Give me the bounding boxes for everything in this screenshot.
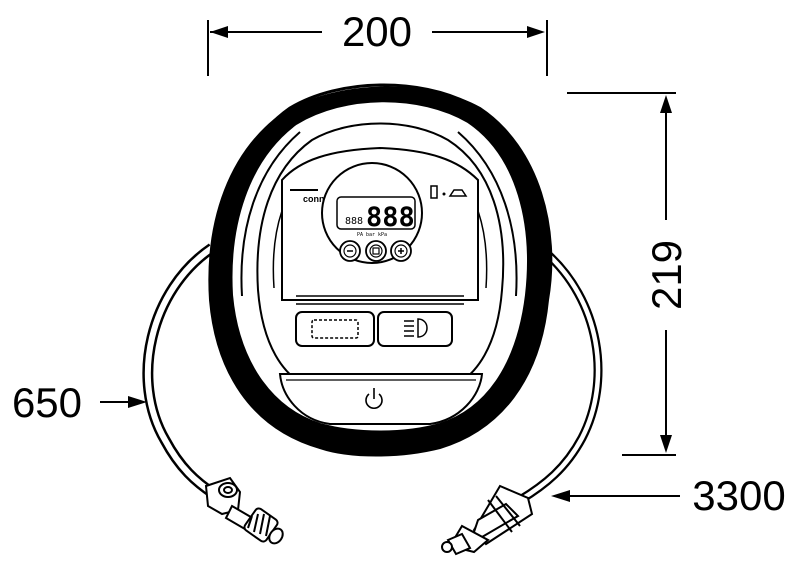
height-dimension: 219	[567, 92, 690, 456]
lcd-small-readout: 888	[345, 216, 363, 227]
plus-icon	[398, 248, 404, 254]
lcd-display: 888 888 PA bar kPa	[321, 162, 423, 264]
mode-icon	[372, 247, 380, 255]
brand-logo: connect	[303, 194, 338, 204]
power-button[interactable]	[278, 373, 484, 425]
car-icon	[442, 189, 468, 197]
power-icon	[365, 388, 383, 409]
compressor-body	[208, 83, 553, 457]
width-dimension: 200	[207, 8, 548, 76]
lcd-main-readout: 888	[366, 202, 415, 233]
cable-length-label: 3300	[692, 472, 785, 519]
valve-connector	[204, 476, 284, 545]
air-hose	[142, 243, 218, 499]
cigarette-lighter-plug	[441, 484, 534, 556]
hose-length-label: 650	[12, 379, 82, 426]
height-label: 219	[643, 240, 690, 310]
hose-length-dimension: 650	[12, 379, 147, 426]
width-label: 200	[342, 8, 412, 55]
cable-length-dimension: 3300	[551, 472, 786, 519]
minus-button[interactable]	[339, 240, 361, 262]
display-toggle-button[interactable]	[295, 311, 375, 347]
headlight-icon	[404, 318, 428, 338]
power-cable	[517, 248, 603, 504]
plus-button[interactable]	[390, 240, 412, 262]
lcd-units: PA bar kPa	[357, 232, 387, 238]
mode-button[interactable]	[365, 240, 387, 262]
battery-icon	[430, 185, 438, 199]
lamp-button[interactable]	[377, 311, 453, 347]
